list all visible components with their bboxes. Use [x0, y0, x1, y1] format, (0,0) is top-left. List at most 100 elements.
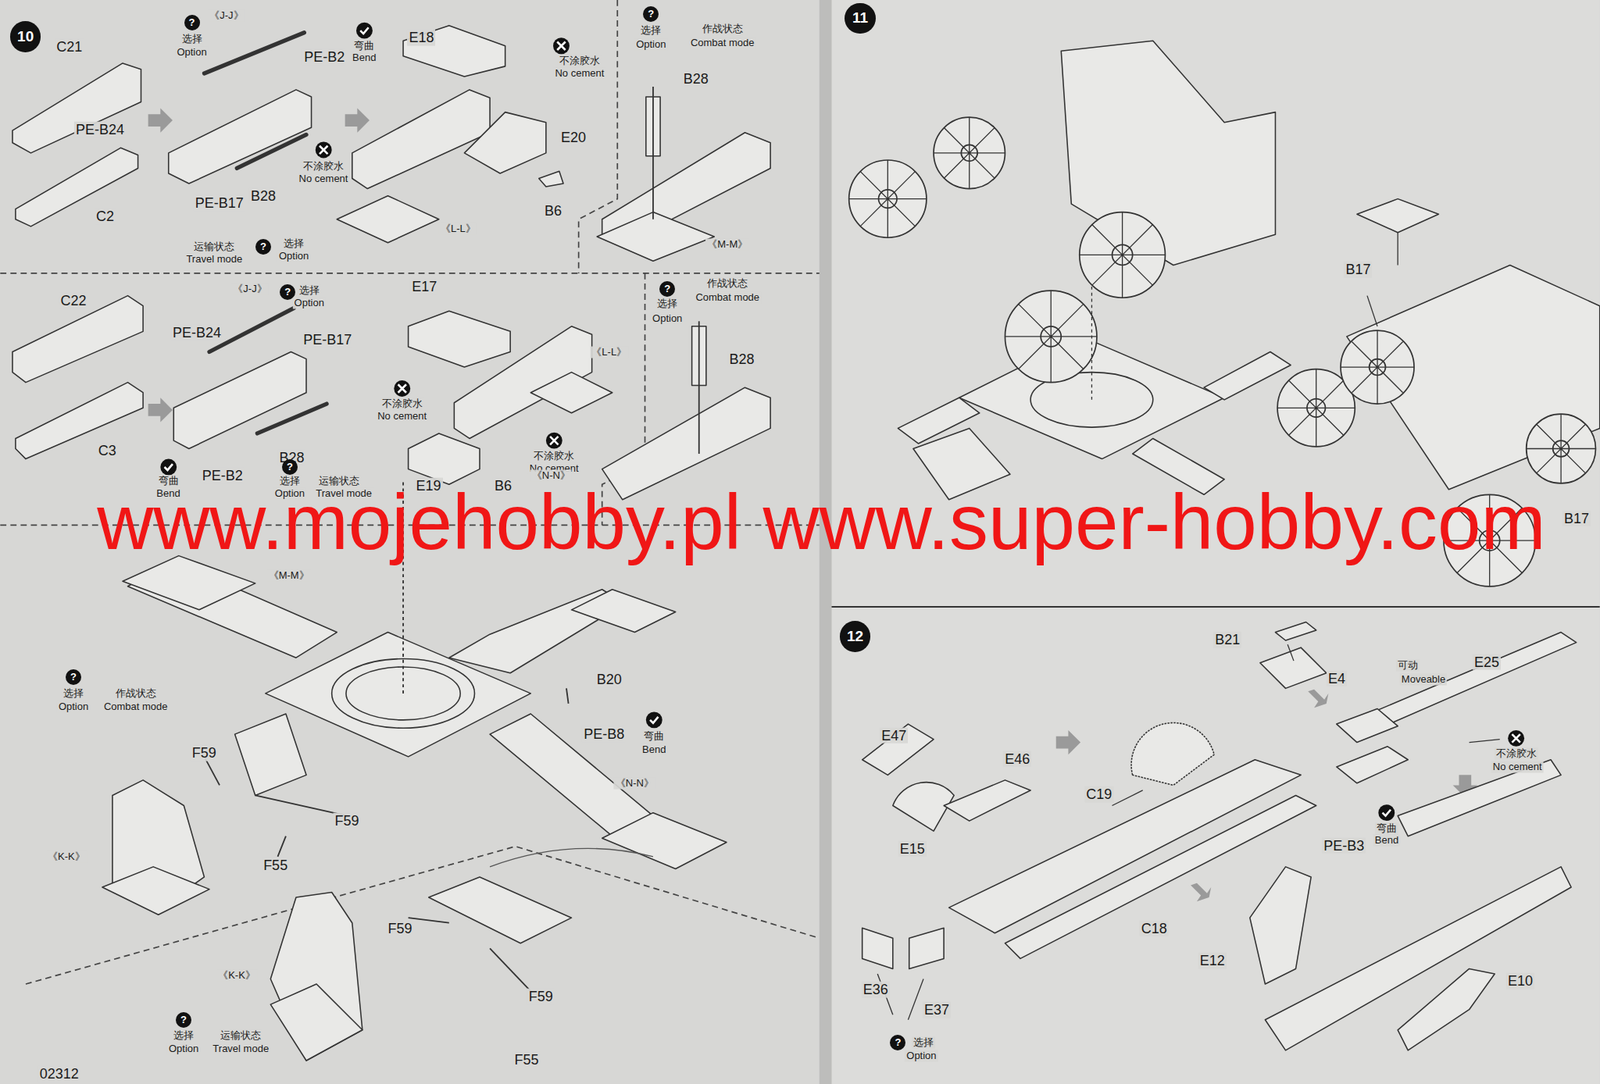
note-text: 可动: [1396, 659, 1420, 672]
part-label: PE-B24: [171, 324, 223, 341]
note-text: No cement: [553, 67, 606, 80]
note-text: 作战状态: [705, 278, 750, 290]
note-text: 作战状态: [700, 22, 745, 35]
note-text: 《J-J》: [231, 282, 268, 295]
part-label: PE-B24: [74, 121, 126, 139]
part-label: C3: [96, 442, 118, 460]
part-label: E17: [410, 278, 439, 296]
note-text: Combat mode: [689, 36, 757, 49]
step-number-text: 11: [852, 9, 868, 27]
note-text: Option: [650, 312, 684, 325]
note-text: 选择: [655, 298, 679, 311]
step-number: 10: [10, 21, 41, 52]
watermark: www.mojehobby.pl www.super-hobby.com: [96, 478, 1546, 568]
note-text: 弯曲: [642, 731, 666, 743]
option-icon: ?: [659, 281, 675, 297]
part-label: PE-B8: [582, 726, 626, 743]
part-label: B28: [728, 350, 757, 368]
part-label: B28: [249, 187, 278, 204]
option-icon: ?: [65, 669, 82, 686]
note-text: 不涂胶水: [301, 160, 346, 172]
note-text: Moveable: [1400, 673, 1447, 686]
note-text: Bend: [350, 52, 378, 65]
note-text: Combat mode: [102, 701, 170, 714]
note-text: 选择: [282, 238, 306, 250]
part-label: B20: [595, 671, 624, 689]
note-text: 不涂胶水: [1494, 748, 1539, 761]
part-label: B17: [1343, 260, 1372, 278]
part-label: PE-B2: [302, 49, 347, 66]
note-text: Option: [277, 250, 311, 262]
part-label: E37: [922, 1002, 951, 1019]
note-text: 《N-N》: [614, 778, 656, 790]
note-text: Option: [292, 296, 326, 309]
option-icon: ?: [282, 459, 298, 475]
note-text: 选择: [180, 32, 204, 45]
step-number: 12: [839, 621, 871, 652]
note-text: 运输状态: [218, 1029, 263, 1042]
part-label: C19: [1084, 786, 1114, 804]
option-icon: ?: [184, 14, 200, 31]
part-label: F55: [512, 1052, 540, 1069]
step-number-text: 10: [17, 28, 34, 46]
note-text: 《L-L》: [439, 222, 478, 235]
option-icon: ?: [889, 1035, 906, 1051]
note-text: 不涂胶水: [557, 55, 602, 68]
part-label: PE-B17: [193, 195, 246, 212]
note-text: Bend: [640, 744, 668, 757]
part-label: C21: [54, 39, 84, 56]
step-number-text: 12: [846, 628, 864, 646]
part-label: F59: [527, 989, 555, 1006]
note-text: Option: [904, 1050, 938, 1062]
part-label: C22: [59, 292, 89, 310]
part-label: C2: [94, 208, 116, 225]
note-text: 弯曲: [1375, 822, 1399, 835]
note-text: 选择: [61, 688, 86, 700]
note-text: 选择: [171, 1029, 196, 1042]
note-text: 《K-K》: [216, 969, 258, 982]
part-label: B6: [542, 203, 564, 220]
part-label: F59: [333, 813, 361, 830]
part-label: E12: [1198, 953, 1227, 970]
part-label: E36: [861, 982, 890, 999]
note-text: 《M-M》: [267, 569, 311, 582]
note-text: 选择: [297, 285, 322, 297]
part-label: PE-B3: [1321, 837, 1366, 854]
part-label: 02312: [38, 1066, 81, 1083]
note-text: 弯曲: [352, 39, 376, 52]
part-label: C18: [1139, 920, 1169, 937]
note-text: Option: [167, 1042, 200, 1055]
note-text: 选择: [911, 1036, 936, 1049]
part-label: PE-B17: [301, 332, 354, 349]
note-text: Option: [634, 39, 668, 51]
option-icon: ?: [642, 6, 659, 22]
part-label: E25: [1472, 653, 1501, 671]
part-label: E18: [407, 29, 436, 47]
note-text: 《L-L》: [589, 346, 629, 358]
part-label: B28: [682, 70, 711, 87]
part-label: F59: [385, 920, 414, 937]
note-text: 《J-J》: [207, 9, 245, 22]
note-text: No cement: [375, 410, 429, 422]
note-text: Option: [57, 701, 90, 714]
part-label: F55: [261, 857, 290, 874]
part-label: E10: [1506, 973, 1535, 990]
part-label: E47: [879, 727, 908, 744]
part-label: F59: [190, 745, 218, 762]
part-label: E15: [898, 840, 927, 858]
note-text: No cement: [1491, 761, 1544, 774]
note-text: 《M-M》: [705, 239, 750, 251]
step-number: 11: [844, 3, 875, 34]
note-text: 运输状态: [192, 241, 236, 254]
part-label: E4: [1326, 670, 1347, 687]
note-text: Combat mode: [693, 292, 761, 304]
part-label: E20: [559, 129, 588, 147]
option-icon: ?: [175, 1012, 192, 1029]
note-text: 作战状态: [114, 688, 158, 700]
note-text: Option: [175, 46, 208, 58]
option-icon: ?: [255, 239, 272, 255]
note-text: 不涂胶水: [532, 450, 576, 462]
note-text: Bend: [1373, 835, 1400, 847]
part-label: B21: [1213, 632, 1242, 649]
note-text: 不涂胶水: [380, 398, 425, 411]
